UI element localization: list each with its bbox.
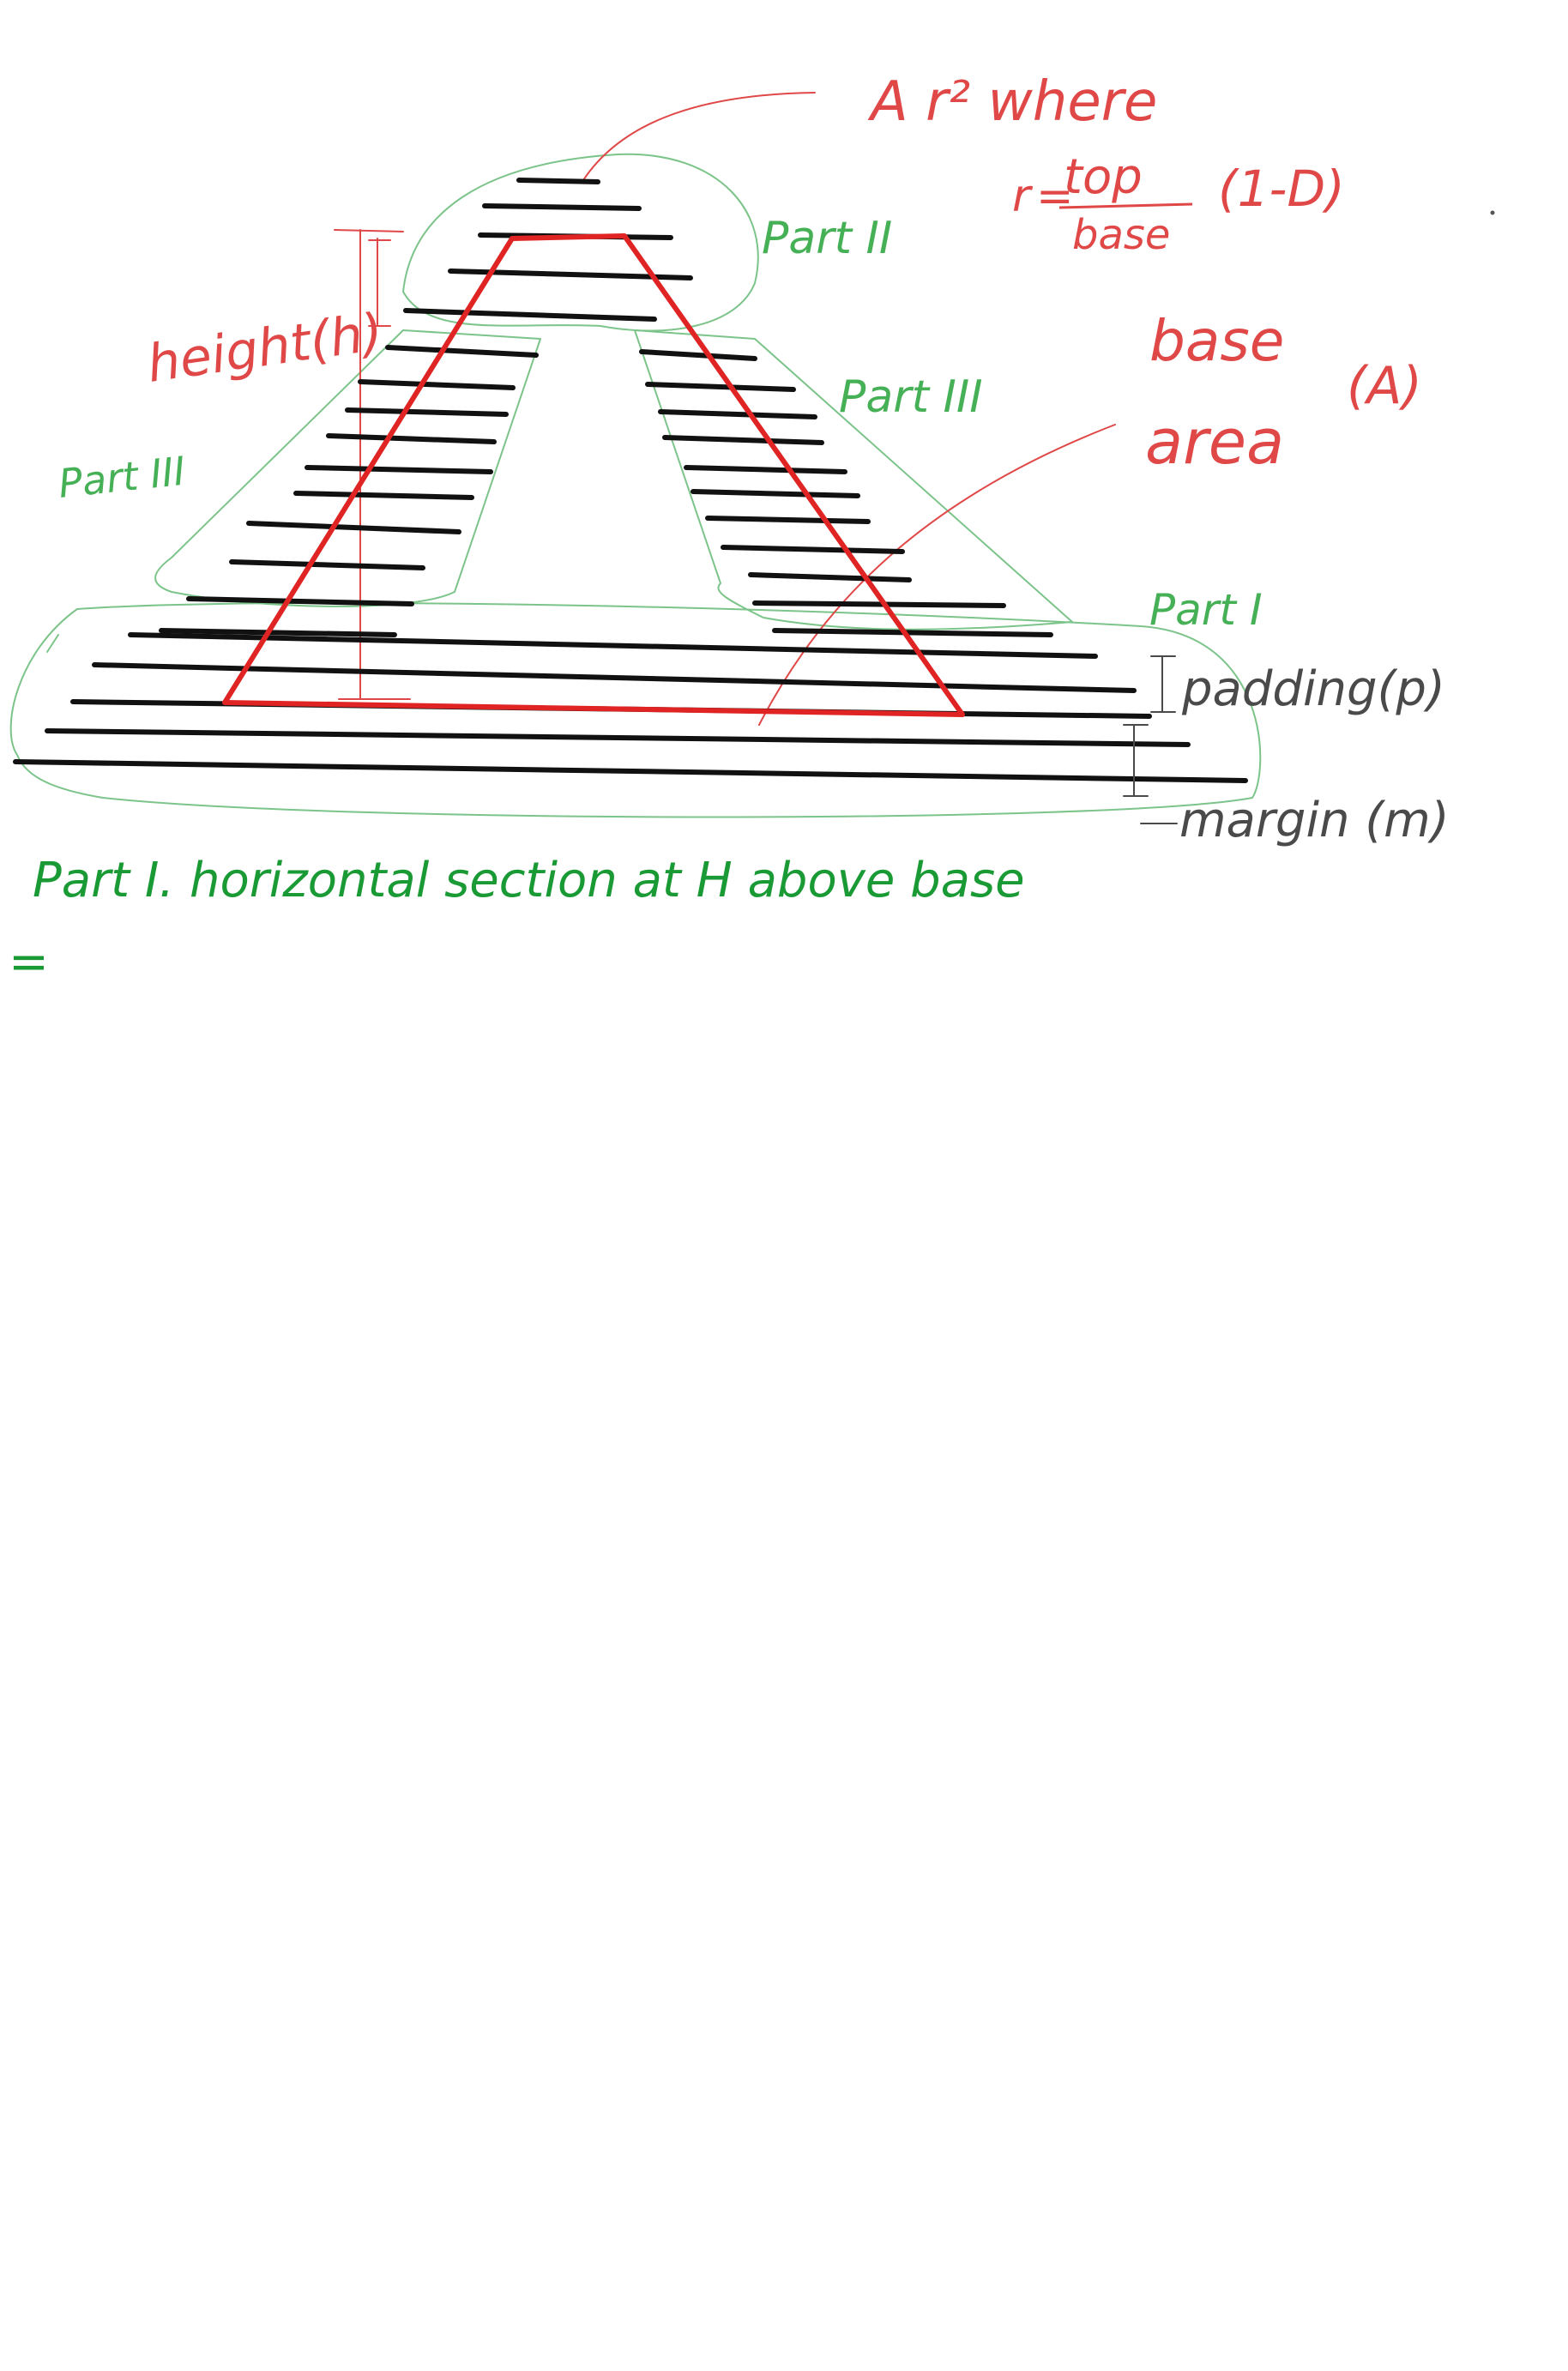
pyramid-trapezoid-outline [222, 233, 965, 717]
slice-line [662, 435, 824, 445]
slice-lines [13, 178, 1248, 783]
base-area-label-line2: area [1145, 406, 1284, 478]
formula-tail-label: (1-D) [1218, 160, 1345, 218]
slice-line [705, 516, 871, 524]
formula-base-label: base [1072, 211, 1170, 259]
slice-line [305, 465, 493, 474]
slice-line [752, 600, 1006, 608]
slice-line [13, 759, 1248, 783]
slice-line [772, 628, 1053, 637]
margin-bracket [1123, 724, 1149, 797]
slice-line [229, 559, 425, 570]
slice-line [721, 545, 905, 554]
fraction-bar [1058, 202, 1193, 209]
slice-line [658, 409, 817, 419]
slice-line [159, 628, 397, 637]
equals-mark: = [9, 934, 49, 990]
part-iii-left-label: Part III [57, 448, 188, 507]
slice-line [326, 433, 497, 444]
slice-line [645, 382, 796, 392]
formula-leader-line [582, 92, 816, 181]
slice-line [186, 596, 414, 606]
part-ii-region-outline [402, 153, 759, 332]
margin-label: margin (m) [1179, 793, 1450, 848]
slice-line [92, 662, 1137, 693]
part-i-region-outline [9, 601, 1262, 818]
slice-line [684, 465, 847, 474]
stray-dot [1490, 210, 1495, 215]
part-iii-right-region-outline [634, 329, 1073, 630]
part-i-label: Part I [1149, 585, 1263, 635]
height-label-bracket [368, 238, 391, 327]
slice-line [516, 178, 600, 184]
base-area-label-line1: base [1149, 308, 1284, 374]
caption-label: Part I. horizontal section at H above ba… [33, 853, 1025, 908]
base-area-leader-line [758, 424, 1116, 726]
slice-line [293, 491, 474, 500]
part-iii-right-label: Part III [839, 371, 983, 423]
padding-bracket [1150, 655, 1176, 713]
slice-line [345, 407, 509, 417]
slice-line [639, 349, 757, 361]
slice-line [246, 521, 461, 534]
slice-line [45, 728, 1191, 747]
slice-line [403, 308, 657, 322]
formula-equals-label: = [1036, 171, 1074, 222]
slice-line [128, 632, 1098, 659]
slice-line [748, 572, 912, 582]
slice-line [691, 489, 860, 498]
slice-line [358, 379, 516, 390]
formula-r-label: r [1012, 171, 1034, 222]
height-dimension-top-tick [334, 229, 404, 232]
formula-label: A r² where [867, 70, 1157, 134]
slice-line [482, 203, 642, 211]
part-i-region-tick [46, 634, 59, 653]
base-area-symbol-label: (A) [1347, 356, 1422, 416]
slice-line [385, 345, 539, 358]
padding-label: padding(p) [1181, 661, 1445, 717]
height-label: height(h) [143, 302, 386, 395]
part-ii-label: Part II [762, 213, 892, 264]
formula-top-label: top [1064, 149, 1143, 205]
